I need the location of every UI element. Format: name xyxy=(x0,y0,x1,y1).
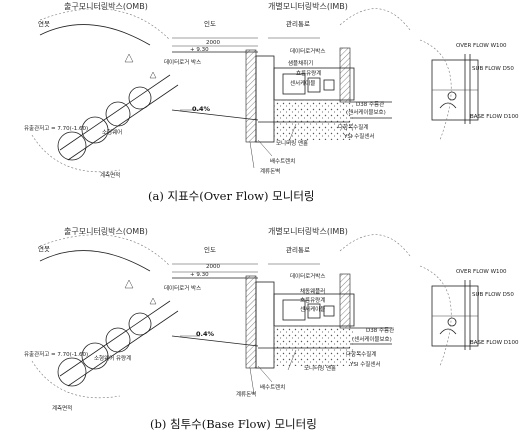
drain-label: 배수트렌치 xyxy=(260,383,285,391)
monitoring-pipe-label: 모니터링 맨홀 xyxy=(304,364,336,372)
drain-label: 배수트렌치 xyxy=(270,157,295,165)
survey-label: 계측면적 xyxy=(52,404,72,412)
panel-a xyxy=(31,8,479,173)
sampler-label: 샘플채취기 xyxy=(288,59,313,67)
left-zone-label: 연못 xyxy=(38,20,50,28)
right-zone-label: 관리통로 xyxy=(286,19,310,28)
data-logger-box-label: 데이터로거박스 xyxy=(290,272,325,280)
sampler-label: 채동웨플러 xyxy=(300,287,325,295)
pipe-note-label: (센서케이블보호) xyxy=(352,335,392,343)
omb-title: 출구모니터링박스(OMB) xyxy=(64,226,148,236)
data-logger-box-label: 데이터로거박스 xyxy=(290,47,325,55)
survey-label: 계측면적 xyxy=(100,171,120,179)
subflow-label: SUB FLOW D50 xyxy=(472,292,514,298)
mid-zone-label: 인도 xyxy=(204,19,216,28)
gravel-label: 계류돈벽 xyxy=(260,167,280,175)
imb-title: 개별모니터링박스(IMB) xyxy=(268,226,348,236)
level-label: + 9.30 xyxy=(190,47,209,53)
weir-label: 소형웨어 유량계 xyxy=(94,354,131,362)
panel-b-labels: 출구모니터링박스(OMB) 개별모니터링박스(IMB) 연못 인도 관리통로 2… xyxy=(24,226,519,431)
pipe-label: D38 주름관 xyxy=(366,326,394,334)
pipe-label: D38 주름관 xyxy=(356,100,384,108)
baseflow-label: BASE FLOW D100 xyxy=(470,340,519,346)
gravel-label: 계류돈벽 xyxy=(236,390,256,398)
ysi-label: YSI 수질센서 xyxy=(349,360,380,368)
overflow-label: OVER FLOW W100 xyxy=(456,43,507,49)
imb-title: 개별모니터링박스(IMB) xyxy=(268,1,348,11)
outflow-level-label: 유출관저고 = 7.70(-1.60) xyxy=(24,124,88,132)
flow-meter-label: 흐름유량계 xyxy=(296,69,321,77)
slope-label: 0.4% xyxy=(196,330,215,338)
panel-b xyxy=(31,234,479,399)
level-meter-label: 다항목수질계 xyxy=(338,123,368,131)
sensor-label: 센서케이블 xyxy=(290,79,315,87)
level-label: + 9.30 xyxy=(190,272,209,278)
subflow-label: SUB FLOW D50 xyxy=(472,66,514,72)
pipe-note-label: (센서케이블보호) xyxy=(346,108,386,116)
ysi-label: YSI 수질센서 xyxy=(343,132,374,140)
dim-label: 2000 xyxy=(206,264,220,270)
omb-title: 출구모니터링박스(OMB) xyxy=(64,1,148,11)
slope-label: 0.4% xyxy=(192,105,211,113)
caption-a: (a) 지표수(Over Flow) 모니터링 xyxy=(148,189,314,203)
flow-meter-label: 흐름유량계 xyxy=(300,296,325,304)
baseflow-label: BASE FLOW D100 xyxy=(470,114,519,120)
right-zone-label: 관리통로 xyxy=(286,245,310,254)
sensor-label: 센서케이블 xyxy=(300,305,325,313)
monitoring-pipe-label: 모니터링 맨홀 xyxy=(276,139,308,147)
data-logger-label: 데이터로거 박스 xyxy=(164,58,201,66)
panel-a-labels: 출구모니터링박스(OMB) 개별모니터링박스(IMB) 연못 인도 관리통로 2… xyxy=(24,1,519,203)
level-meter-label: 다항목수질계 xyxy=(346,350,376,358)
dim-label: 2000 xyxy=(206,40,220,46)
data-logger-label: 데이터로거 박스 xyxy=(164,284,201,292)
caption-b: (b) 침투수(Base Flow) 모니터링 xyxy=(150,417,317,431)
weir-label: 소형웨어 xyxy=(102,128,122,136)
overflow-label: OVER FLOW W100 xyxy=(456,269,507,275)
mid-zone-label: 인도 xyxy=(204,245,216,254)
outflow-level-label: 유출관저고 = 7.70(-1.60) xyxy=(24,350,88,358)
left-zone-label: 연못 xyxy=(38,245,50,253)
